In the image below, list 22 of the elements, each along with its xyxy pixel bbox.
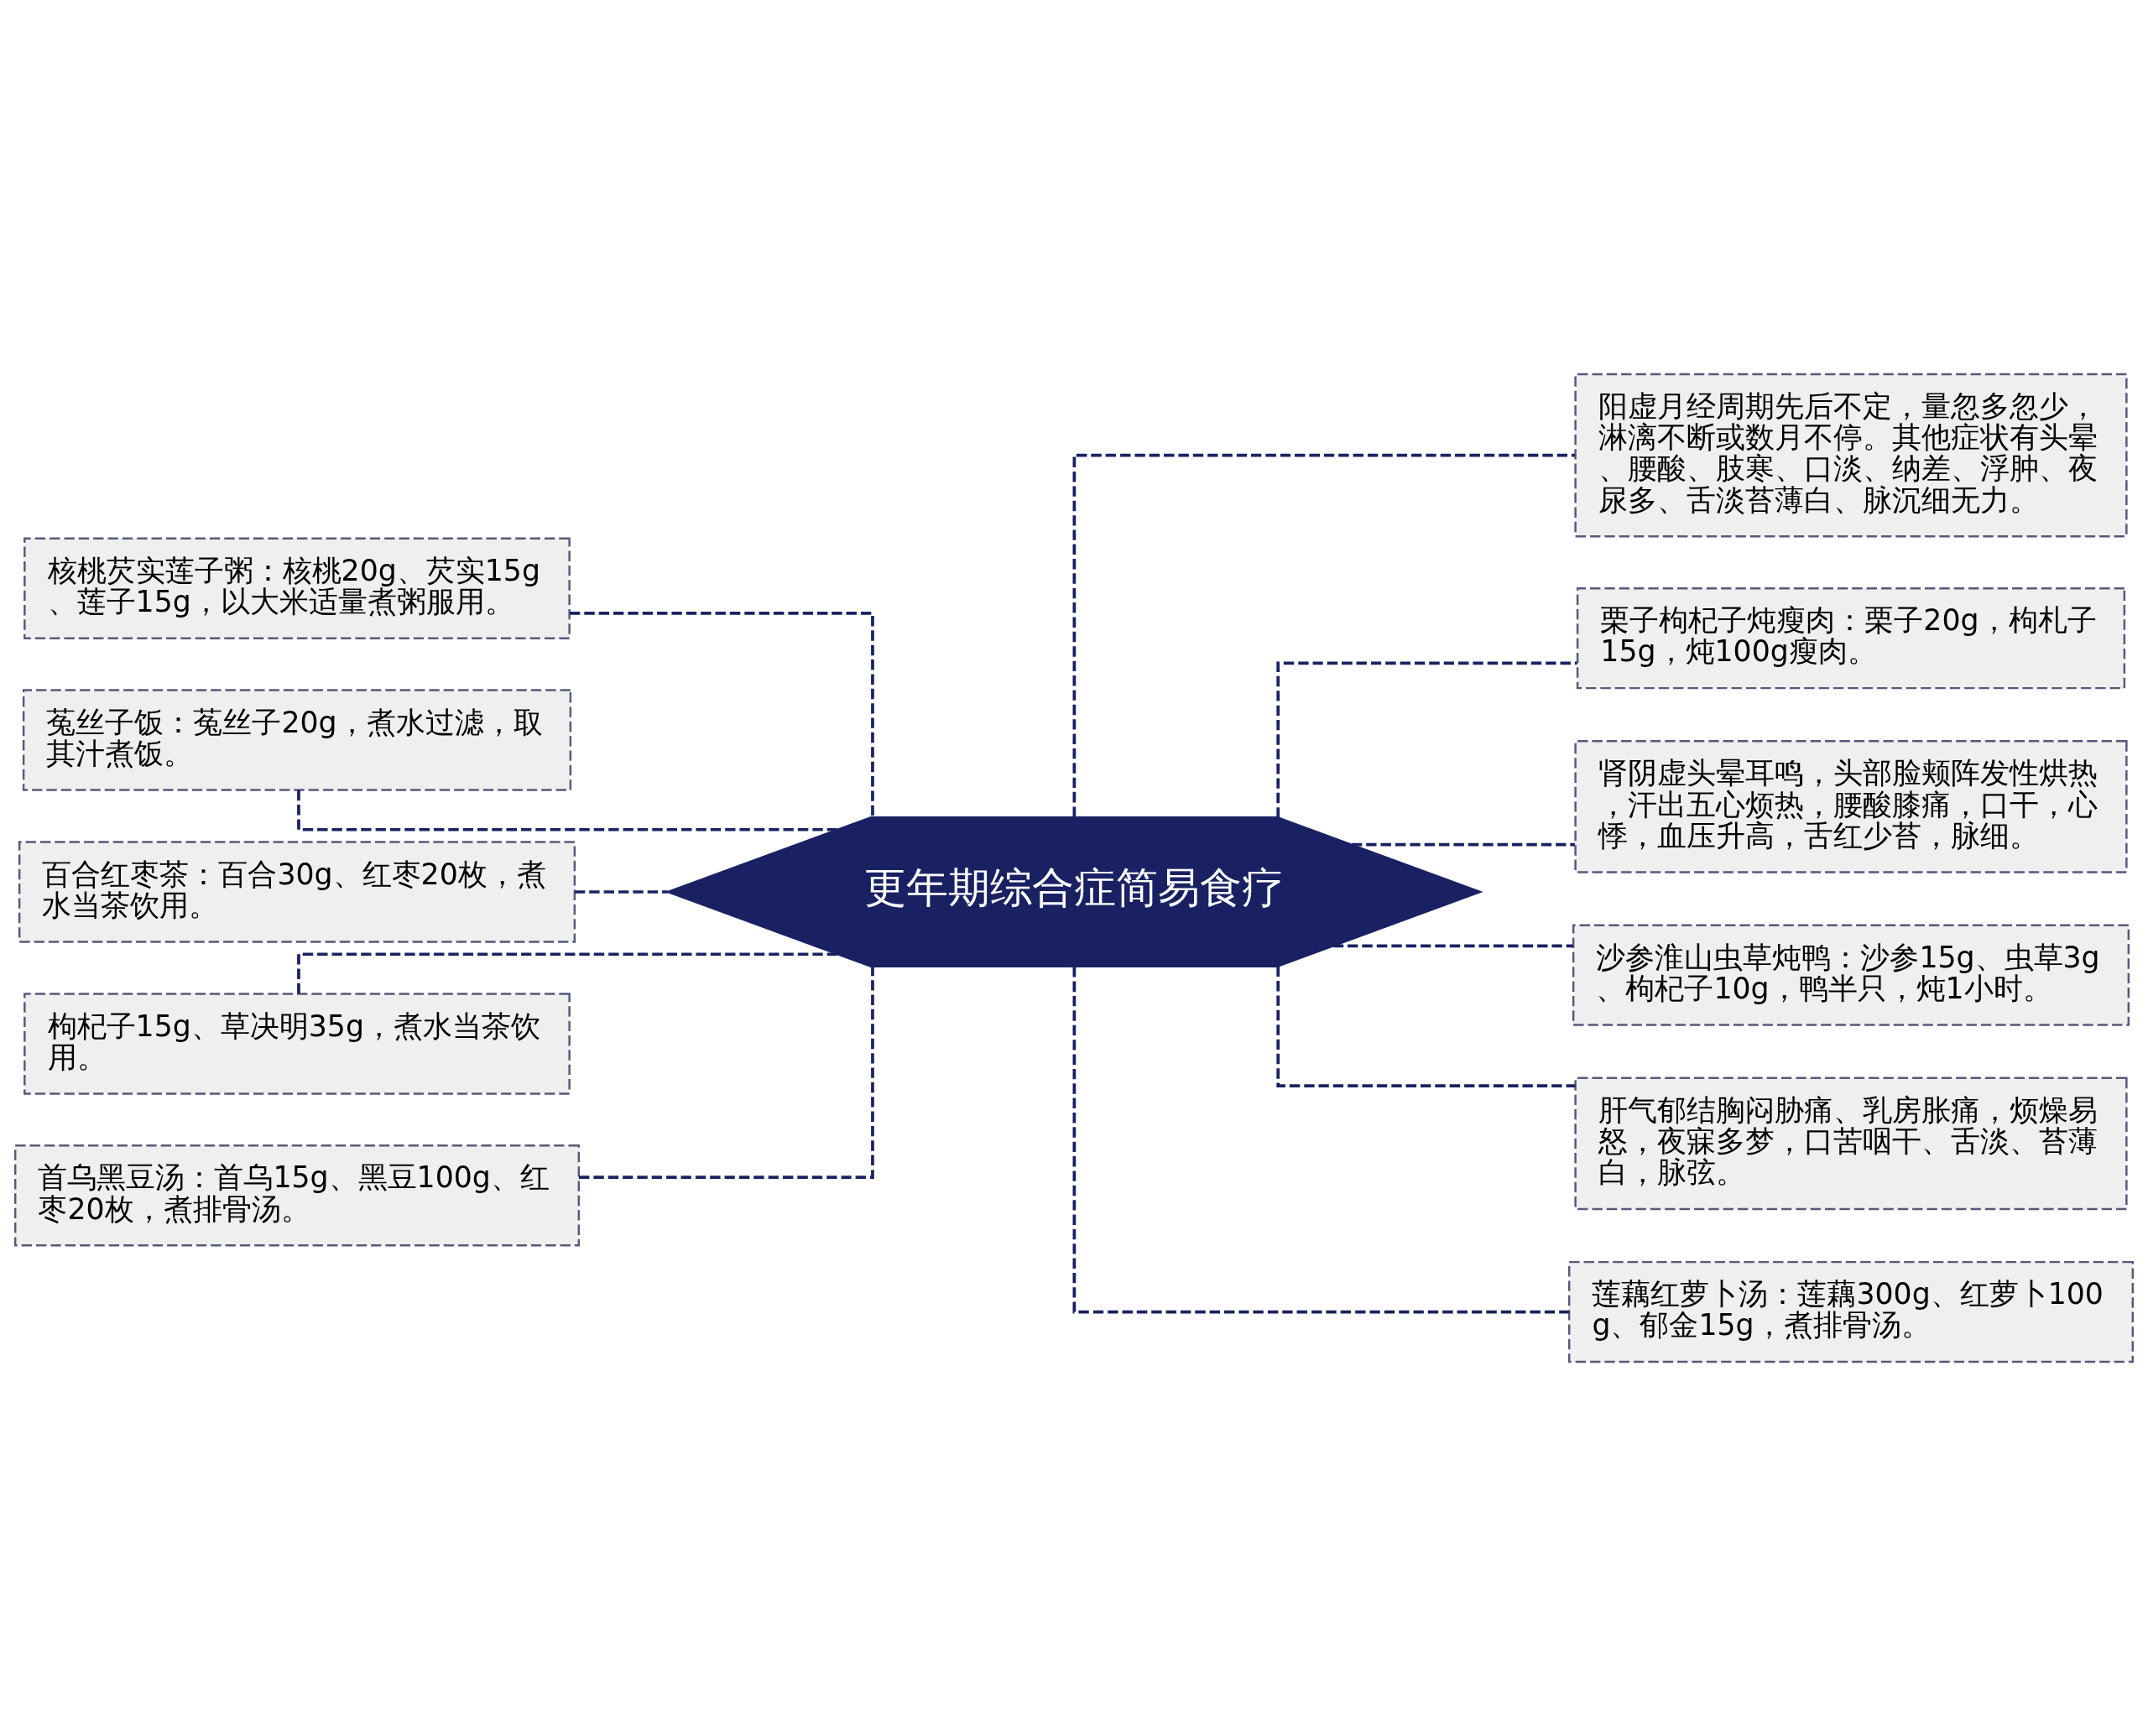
node-box: 首乌黑豆汤：首乌15g、黑豆100g、红枣20枚，煮排骨汤。	[13, 1144, 581, 1247]
node-box: 核桃芡实莲子粥：核桃20g、芡实15g、莲子15g，以大米适量煮粥服用。	[23, 537, 571, 639]
connector	[1352, 842, 1575, 847]
node-box: 阳虚月经周期先后不定，量忽多忽少，淋漓不断或数月不停。其他症状有头晕、腰酸、肢寒、口淡、纳差、浮肿、夜尿多、舌淡苔薄白、脉沉细无力。	[1574, 373, 2128, 538]
node-box: 百合红枣茶：百合30g、红枣20枚，煮水当茶饮用。	[18, 841, 576, 943]
node-box: 菟丝子饭：菟丝子20g，煮水过滤，取其汁煮饭。	[22, 689, 572, 791]
connector	[1276, 661, 1577, 818]
node-box: 枸杞子15g、草决明35g，煮水当茶饮用。	[23, 993, 571, 1095]
connector	[1276, 966, 1576, 1087]
node-box: 肝气郁结胸闷胁痛、乳房胀痛，烦燥易怒，夜寐多梦，口苦咽干、舌淡、苔薄白，脉弦。	[1574, 1077, 2128, 1211]
connector	[578, 967, 874, 1179]
connector	[1072, 453, 1576, 817]
connector	[569, 612, 874, 817]
connector	[297, 790, 837, 832]
connector	[575, 890, 668, 894]
node-box: 肾阴虚头晕耳鸣，头部脸颊阵发性烘热，汗出五心烦热，腰酸膝痛，口干，心悸，血压升高，舌红少苔，脉细。	[1574, 740, 2128, 873]
connector	[1333, 944, 1573, 948]
connector	[1072, 967, 1569, 1314]
node-box: 沙参淮山虫草炖鸭：沙参15g、虫草3g、枸杞子10g，鸭半只，炖1小时。	[1572, 924, 2130, 1026]
connector	[297, 952, 837, 994]
node-box: 莲藕红萝卜汤：莲藕300g、红萝卜100g、郁金15g，煮排骨汤。	[1567, 1260, 2135, 1363]
node-box: 栗子枸杞子炖瘦肉：栗子20g，枸札子15g，炖100g瘦肉。	[1576, 586, 2126, 690]
